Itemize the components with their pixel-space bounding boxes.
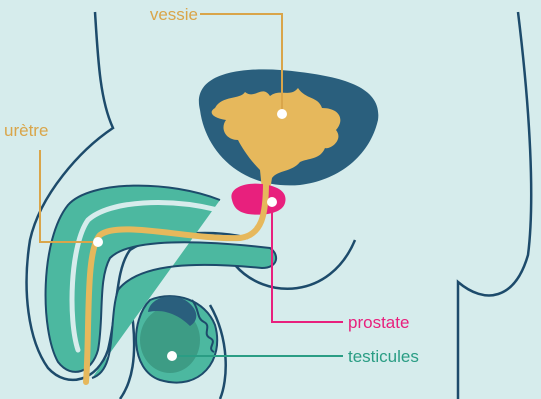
label-testicles: testicules bbox=[348, 347, 419, 366]
bladder-leader-dot bbox=[277, 109, 287, 119]
urethra-leader-dot bbox=[93, 237, 103, 247]
label-bladder: vessie bbox=[150, 5, 198, 24]
label-urethra: urètre bbox=[4, 121, 48, 140]
prostate-leader bbox=[272, 202, 343, 322]
body-outline-back bbox=[458, 12, 531, 399]
prostate-gland bbox=[231, 184, 285, 215]
prostate-leader-dot bbox=[267, 197, 277, 207]
label-prostate: prostate bbox=[348, 313, 409, 332]
testicles-leader-dot bbox=[167, 351, 177, 361]
